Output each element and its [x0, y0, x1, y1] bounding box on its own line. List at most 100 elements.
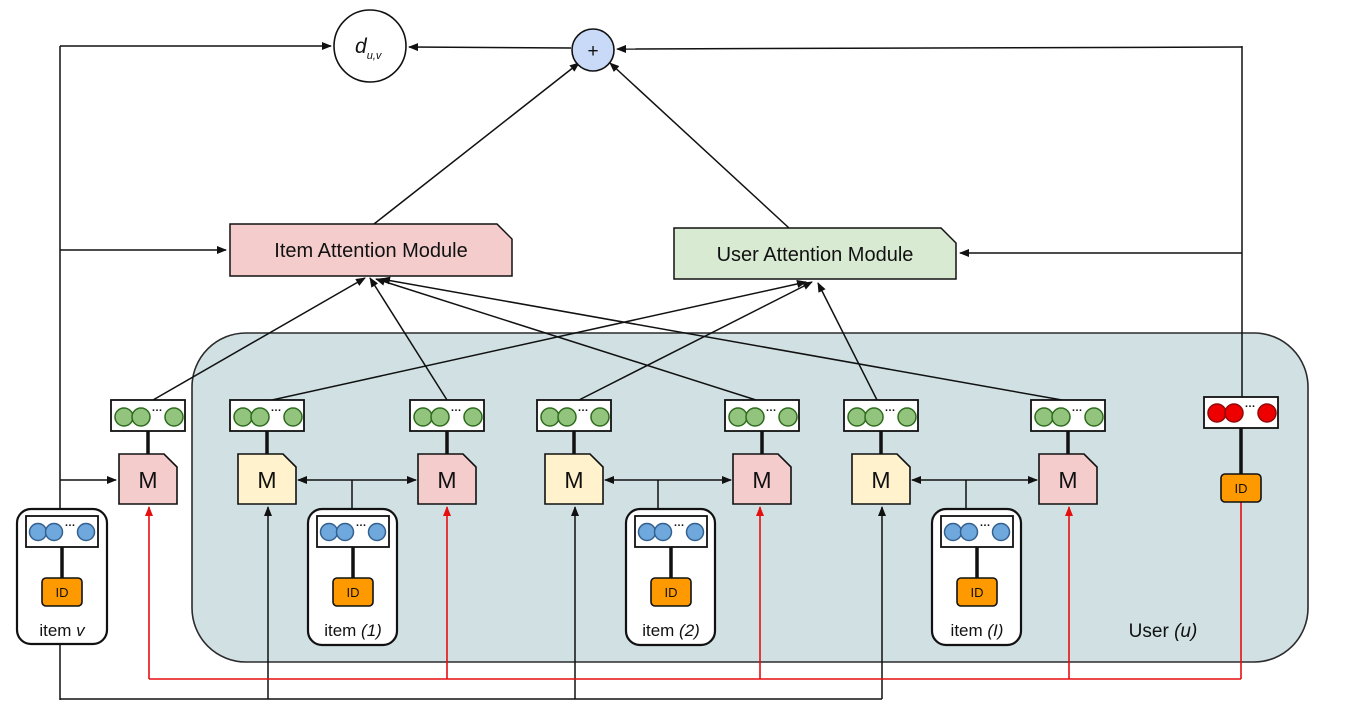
ellipsis: … [451, 402, 462, 414]
embedding-dot [745, 407, 765, 427]
edge-user-to-sum [616, 44, 1243, 53]
embedding-dot [233, 407, 253, 427]
embedding-dot [76, 522, 96, 542]
fan-itemv-vector-to-item-attention [152, 277, 366, 401]
item-label: item (2) [642, 621, 700, 640]
item-label: item v [39, 621, 86, 640]
fan-user2-vector-to-user-attention [578, 281, 813, 401]
embedding-dot [28, 522, 48, 542]
embedding-dot [131, 407, 151, 427]
m-label: M [564, 467, 583, 493]
embedding-dot [653, 522, 673, 542]
m-box-user [851, 453, 911, 505]
m-label: M [257, 467, 276, 493]
distance-node: du,v [333, 9, 407, 83]
sum-node: + [571, 28, 615, 72]
embedding-dot [590, 407, 610, 427]
embedding-dot [44, 522, 64, 542]
m-label: M [437, 467, 456, 493]
embedding-dot [540, 407, 560, 427]
embedding-dot [367, 522, 387, 542]
id-label: ID [56, 585, 69, 600]
item-2-card: … ID item (2) [624, 507, 717, 647]
m-column-user-3: … M [843, 399, 919, 505]
fan-user3-vector-to-user-attention [817, 282, 878, 401]
embedding-dot [413, 407, 433, 427]
embedding-dot [685, 522, 705, 542]
user-attention-module: User Attention Module [673, 227, 957, 280]
embedding-dot [283, 407, 303, 427]
m-label: M [138, 467, 157, 493]
m-box-user [544, 453, 604, 505]
ellipsis: … [152, 402, 163, 414]
embedding-dot [728, 407, 748, 427]
ellipsis: … [65, 517, 76, 529]
fan-itemI-vector-to-item-attention [380, 276, 1063, 401]
item-attention-module: Item Attention Module [229, 223, 513, 277]
embedding-dot [778, 407, 798, 427]
item-id-box [41, 577, 83, 607]
embedding-dot [1224, 403, 1244, 423]
user-region-label: User (u) [1129, 621, 1198, 642]
sum-label: + [587, 41, 598, 62]
embedding-dot [991, 522, 1011, 542]
ellipsis: … [980, 517, 991, 529]
embedding-dot [335, 522, 355, 542]
m-column-user-2: … M [536, 399, 612, 505]
item-I-card: … ID item (I) [930, 507, 1023, 647]
embedding-dot [250, 407, 270, 427]
item-id-box [650, 577, 692, 607]
embedding-dot [959, 522, 979, 542]
sum-circle [571, 28, 615, 72]
ellipsis: … [766, 402, 777, 414]
embedding-dot [319, 522, 339, 542]
id-label: ID [665, 585, 678, 600]
embedding-dot [847, 407, 867, 427]
item-1-card: … ID item (1) [306, 507, 399, 647]
id-label: ID [971, 585, 984, 600]
user-id-box [1220, 473, 1262, 503]
item-label: item (1) [324, 621, 382, 640]
ellipsis: … [356, 517, 367, 529]
user-attention-label: User Attention Module [717, 244, 914, 266]
m-column-item-v: … M [110, 399, 186, 505]
ellipsis: … [1245, 398, 1256, 410]
distance-circle [333, 9, 407, 83]
m-column-item-1: … M [409, 399, 485, 505]
embedding-dot [637, 522, 657, 542]
fan-item2-vector-to-item-attention [375, 277, 757, 401]
ellipsis: … [271, 402, 282, 414]
item-v-card: … ID item v [15, 507, 109, 646]
item-label: item (I) [951, 621, 1004, 640]
m-box-item [118, 453, 178, 505]
m-label: M [871, 467, 890, 493]
user-attention-box [673, 227, 957, 280]
embedding-dot [1084, 407, 1104, 427]
m-label: M [752, 467, 771, 493]
ellipsis: … [885, 402, 896, 414]
m-column-user-1: … M [229, 399, 305, 505]
embedding-dot [1051, 407, 1071, 427]
distance-label: du,v [355, 35, 383, 62]
id-label: ID [347, 585, 360, 600]
embedding-dot [1207, 403, 1227, 423]
ellipsis: … [578, 402, 589, 414]
item-id-box [332, 577, 374, 607]
embedding-dot [557, 407, 577, 427]
embedding-dot [114, 407, 134, 427]
m-column-item-I: … M [1030, 399, 1106, 505]
m-box-item [732, 453, 792, 505]
ellipsis: … [1072, 402, 1083, 414]
embedding-dot [943, 522, 963, 542]
item-id-box [956, 577, 998, 607]
edge-user-attention-to-sum [609, 62, 790, 229]
embedding-dot [164, 407, 184, 427]
m-label: M [1058, 467, 1077, 493]
m-column-item-2: … M [724, 399, 800, 505]
m-box-item [417, 453, 477, 505]
fan-user1-vector-to-user-attention [271, 280, 807, 401]
embedding-dot [1034, 407, 1054, 427]
embedding-dot [897, 407, 917, 427]
